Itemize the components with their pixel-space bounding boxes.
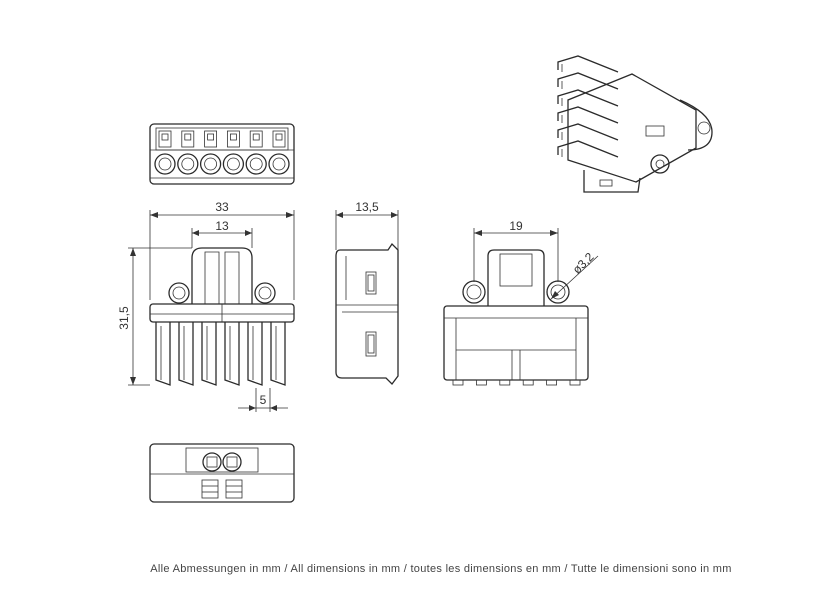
lever	[247, 322, 263, 386]
dimension-label-pitch: 5	[260, 393, 267, 407]
top-view	[149, 123, 295, 185]
iso-lever-fin	[557, 140, 619, 158]
top-key	[181, 130, 195, 148]
footnote: Alle Abmessungen in mm / All dimensions …	[150, 563, 732, 575]
dimension-height: 31,5	[117, 247, 192, 386]
top-key-slot	[275, 133, 283, 141]
top-key	[272, 130, 286, 148]
contact-pin	[569, 379, 581, 386]
wire-entry-hole	[177, 153, 199, 175]
wire-entry-inner	[226, 157, 240, 171]
isometric-view	[557, 55, 713, 193]
dimension-label-height: 31,5	[117, 306, 131, 330]
dimension-label-inner-width: 13	[215, 219, 229, 233]
dimension-pitch: 5	[238, 388, 288, 412]
wire-entry-inner	[158, 157, 172, 171]
wire-entry-inner	[249, 157, 263, 171]
top-key-slot	[207, 133, 215, 141]
iso-lever-fin	[557, 55, 619, 73]
dimension-label-depth: 13,5	[355, 200, 379, 214]
contact-pin	[475, 379, 487, 386]
wire-entry-hole	[245, 153, 267, 175]
dimension-hole-diameter: ø3,2	[549, 250, 599, 301]
wire-entry-inner	[272, 157, 286, 171]
iso-lever-fin	[557, 72, 619, 90]
lever	[270, 322, 286, 386]
top-key	[226, 130, 240, 148]
wire-entry-inner	[181, 157, 195, 171]
dimension-hole-spacing: 19	[473, 219, 559, 282]
wire-entry-hole	[222, 153, 245, 175]
front-view	[149, 247, 295, 386]
lever	[178, 322, 194, 386]
top-key	[204, 130, 218, 148]
top-key	[158, 130, 172, 148]
back-view	[443, 249, 589, 386]
dimension-label-total-width: 33	[215, 200, 229, 214]
top-key-slot	[184, 133, 192, 141]
dimension-label-hole-spacing: 19	[509, 219, 523, 233]
top-key-slot	[161, 133, 169, 141]
wire-entry-inner	[204, 157, 218, 171]
bottom-view	[149, 443, 295, 503]
contact-pin	[499, 379, 511, 386]
iso-lever-fin	[557, 89, 619, 107]
wire-entry-hole	[154, 153, 176, 175]
dimension-inner-width: 13	[191, 219, 253, 248]
dimension-total-width: 33	[149, 200, 295, 300]
contact-pin	[522, 379, 534, 386]
wire-entry-hole	[199, 153, 222, 175]
wire-entry-hole	[268, 153, 290, 175]
dimension-label-hole-diameter: ø3,2	[570, 250, 597, 277]
side-view	[335, 242, 399, 385]
contact-pin	[546, 379, 557, 386]
top-key-slot	[252, 133, 260, 141]
top-key-slot	[229, 133, 237, 141]
contact-pin	[452, 379, 464, 386]
iso-lever-fin	[557, 106, 619, 124]
lever	[224, 322, 240, 386]
iso-lever-fin	[557, 123, 619, 141]
lever	[201, 322, 217, 386]
lever	[155, 322, 171, 386]
dimension-depth: 13,5	[335, 200, 399, 250]
top-key	[249, 130, 263, 148]
